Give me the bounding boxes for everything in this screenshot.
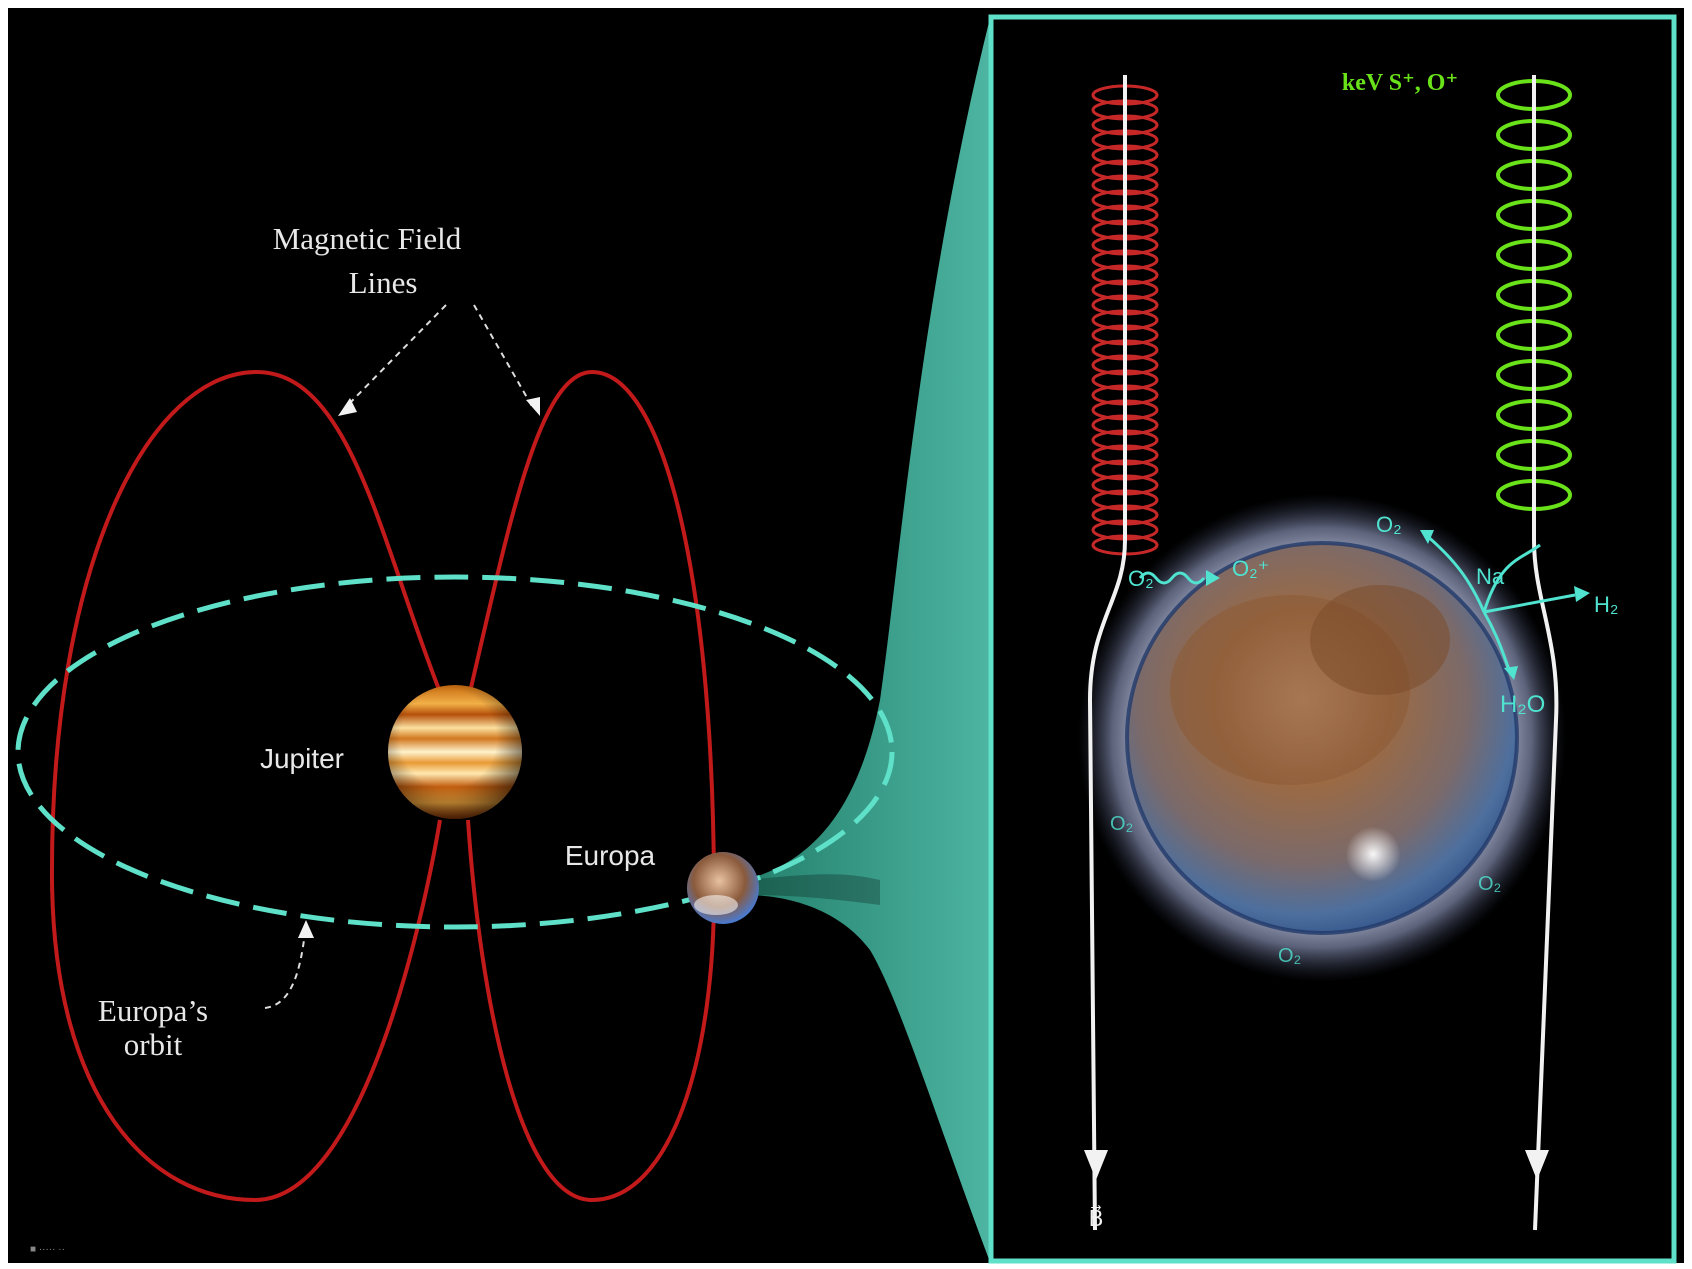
label-o2-lower-left: O₂ <box>1110 813 1133 835</box>
label-h2: H₂ <box>1594 592 1618 617</box>
b-field-arrow-left <box>1084 1150 1108 1180</box>
label-o2-out: O₂ <box>1376 512 1402 537</box>
label-pointers <box>264 304 534 1009</box>
label-b-field: B⃗ <box>1088 1205 1103 1231</box>
label-magnetic-field-lines-2: Lines <box>349 265 418 300</box>
b-field-line-left <box>1087 75 1127 1231</box>
label-o2-ring: O₂ <box>1128 566 1154 591</box>
label-magnetic-field-lines-1: Magnetic Field <box>273 221 462 256</box>
jupiter-planet <box>388 685 522 819</box>
b-field-arrow-right <box>1525 1150 1549 1180</box>
europa-surface <box>1125 541 1519 935</box>
field-line-left <box>49 369 442 1203</box>
label-o2-bottom: O₂ <box>1278 945 1301 967</box>
chemistry-arrowheads <box>1206 530 1590 680</box>
pointer-arrowheads <box>298 397 540 938</box>
europa-small <box>687 852 759 924</box>
label-o2-plus: O₂⁺ <box>1232 556 1269 581</box>
label-europas-orbit-1: Europa’s <box>98 993 208 1028</box>
label-jupiter: Jupiter <box>260 743 344 774</box>
b-field-line-right <box>1532 75 1559 1231</box>
label-kev-ions: keV S⁺, O⁺ <box>1342 70 1458 96</box>
label-europas-orbit-2: orbit <box>124 1027 183 1062</box>
credit-text: ■ ····· ·· <box>30 1244 65 1255</box>
label-na: Na <box>1476 564 1505 589</box>
label-h2o: H₂O <box>1500 691 1545 718</box>
zoom-funnel <box>745 18 990 1262</box>
europa-orbit <box>15 574 895 930</box>
label-o2-lower-right: O₂ <box>1478 873 1501 895</box>
label-europa: Europa <box>565 840 656 871</box>
